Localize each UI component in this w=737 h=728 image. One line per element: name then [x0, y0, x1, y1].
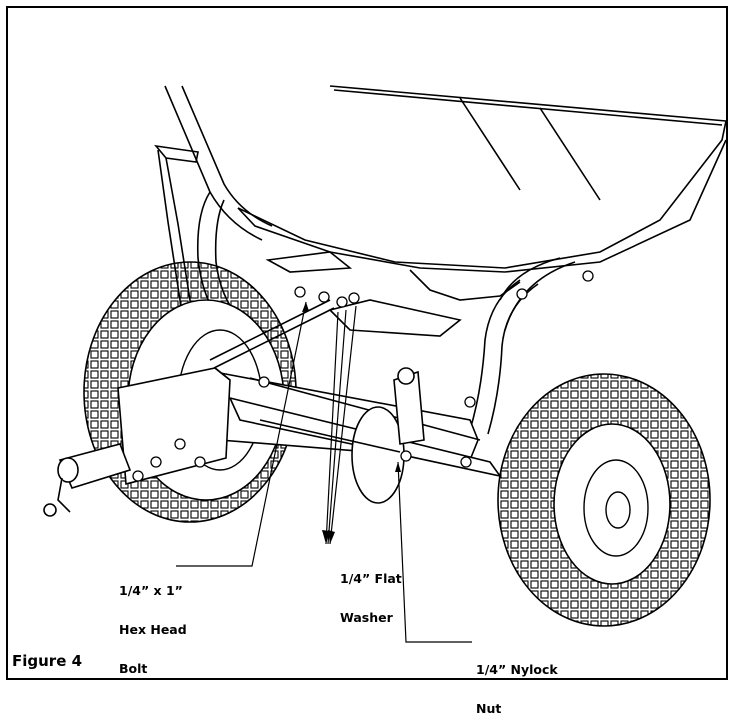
- bolt-callout: 1/4” x 1” Hex Head Bolt: [119, 558, 187, 688]
- nut-callout: 1/4” Nylock Nut: [476, 637, 558, 728]
- nut-callout-line1: 1/4” Nylock: [476, 662, 558, 677]
- spreader-illustration: [43, 85, 727, 643]
- right-wheel: [497, 373, 711, 627]
- washer-callout: 1/4” Flat Washer: [340, 546, 402, 637]
- frame: [164, 85, 576, 435]
- washer-callout-line1: 1/4” Flat: [340, 571, 402, 586]
- callout-arrowheads: [302, 302, 401, 544]
- bolt-callout-line2: Hex Head: [119, 622, 187, 637]
- figure-caption: Figure 4: [12, 652, 83, 670]
- bolt-callout-line3: Bolt: [119, 661, 148, 676]
- nut-callout-line2: Nut: [476, 701, 502, 716]
- spinner-assembly: [265, 251, 462, 504]
- bolt-callout-line1: 1/4” x 1”: [119, 583, 183, 598]
- callout-leaders: [176, 301, 472, 643]
- hardware: [132, 270, 594, 482]
- linkage-rod: [209, 299, 401, 453]
- washer-callout-line2: Washer: [340, 610, 393, 625]
